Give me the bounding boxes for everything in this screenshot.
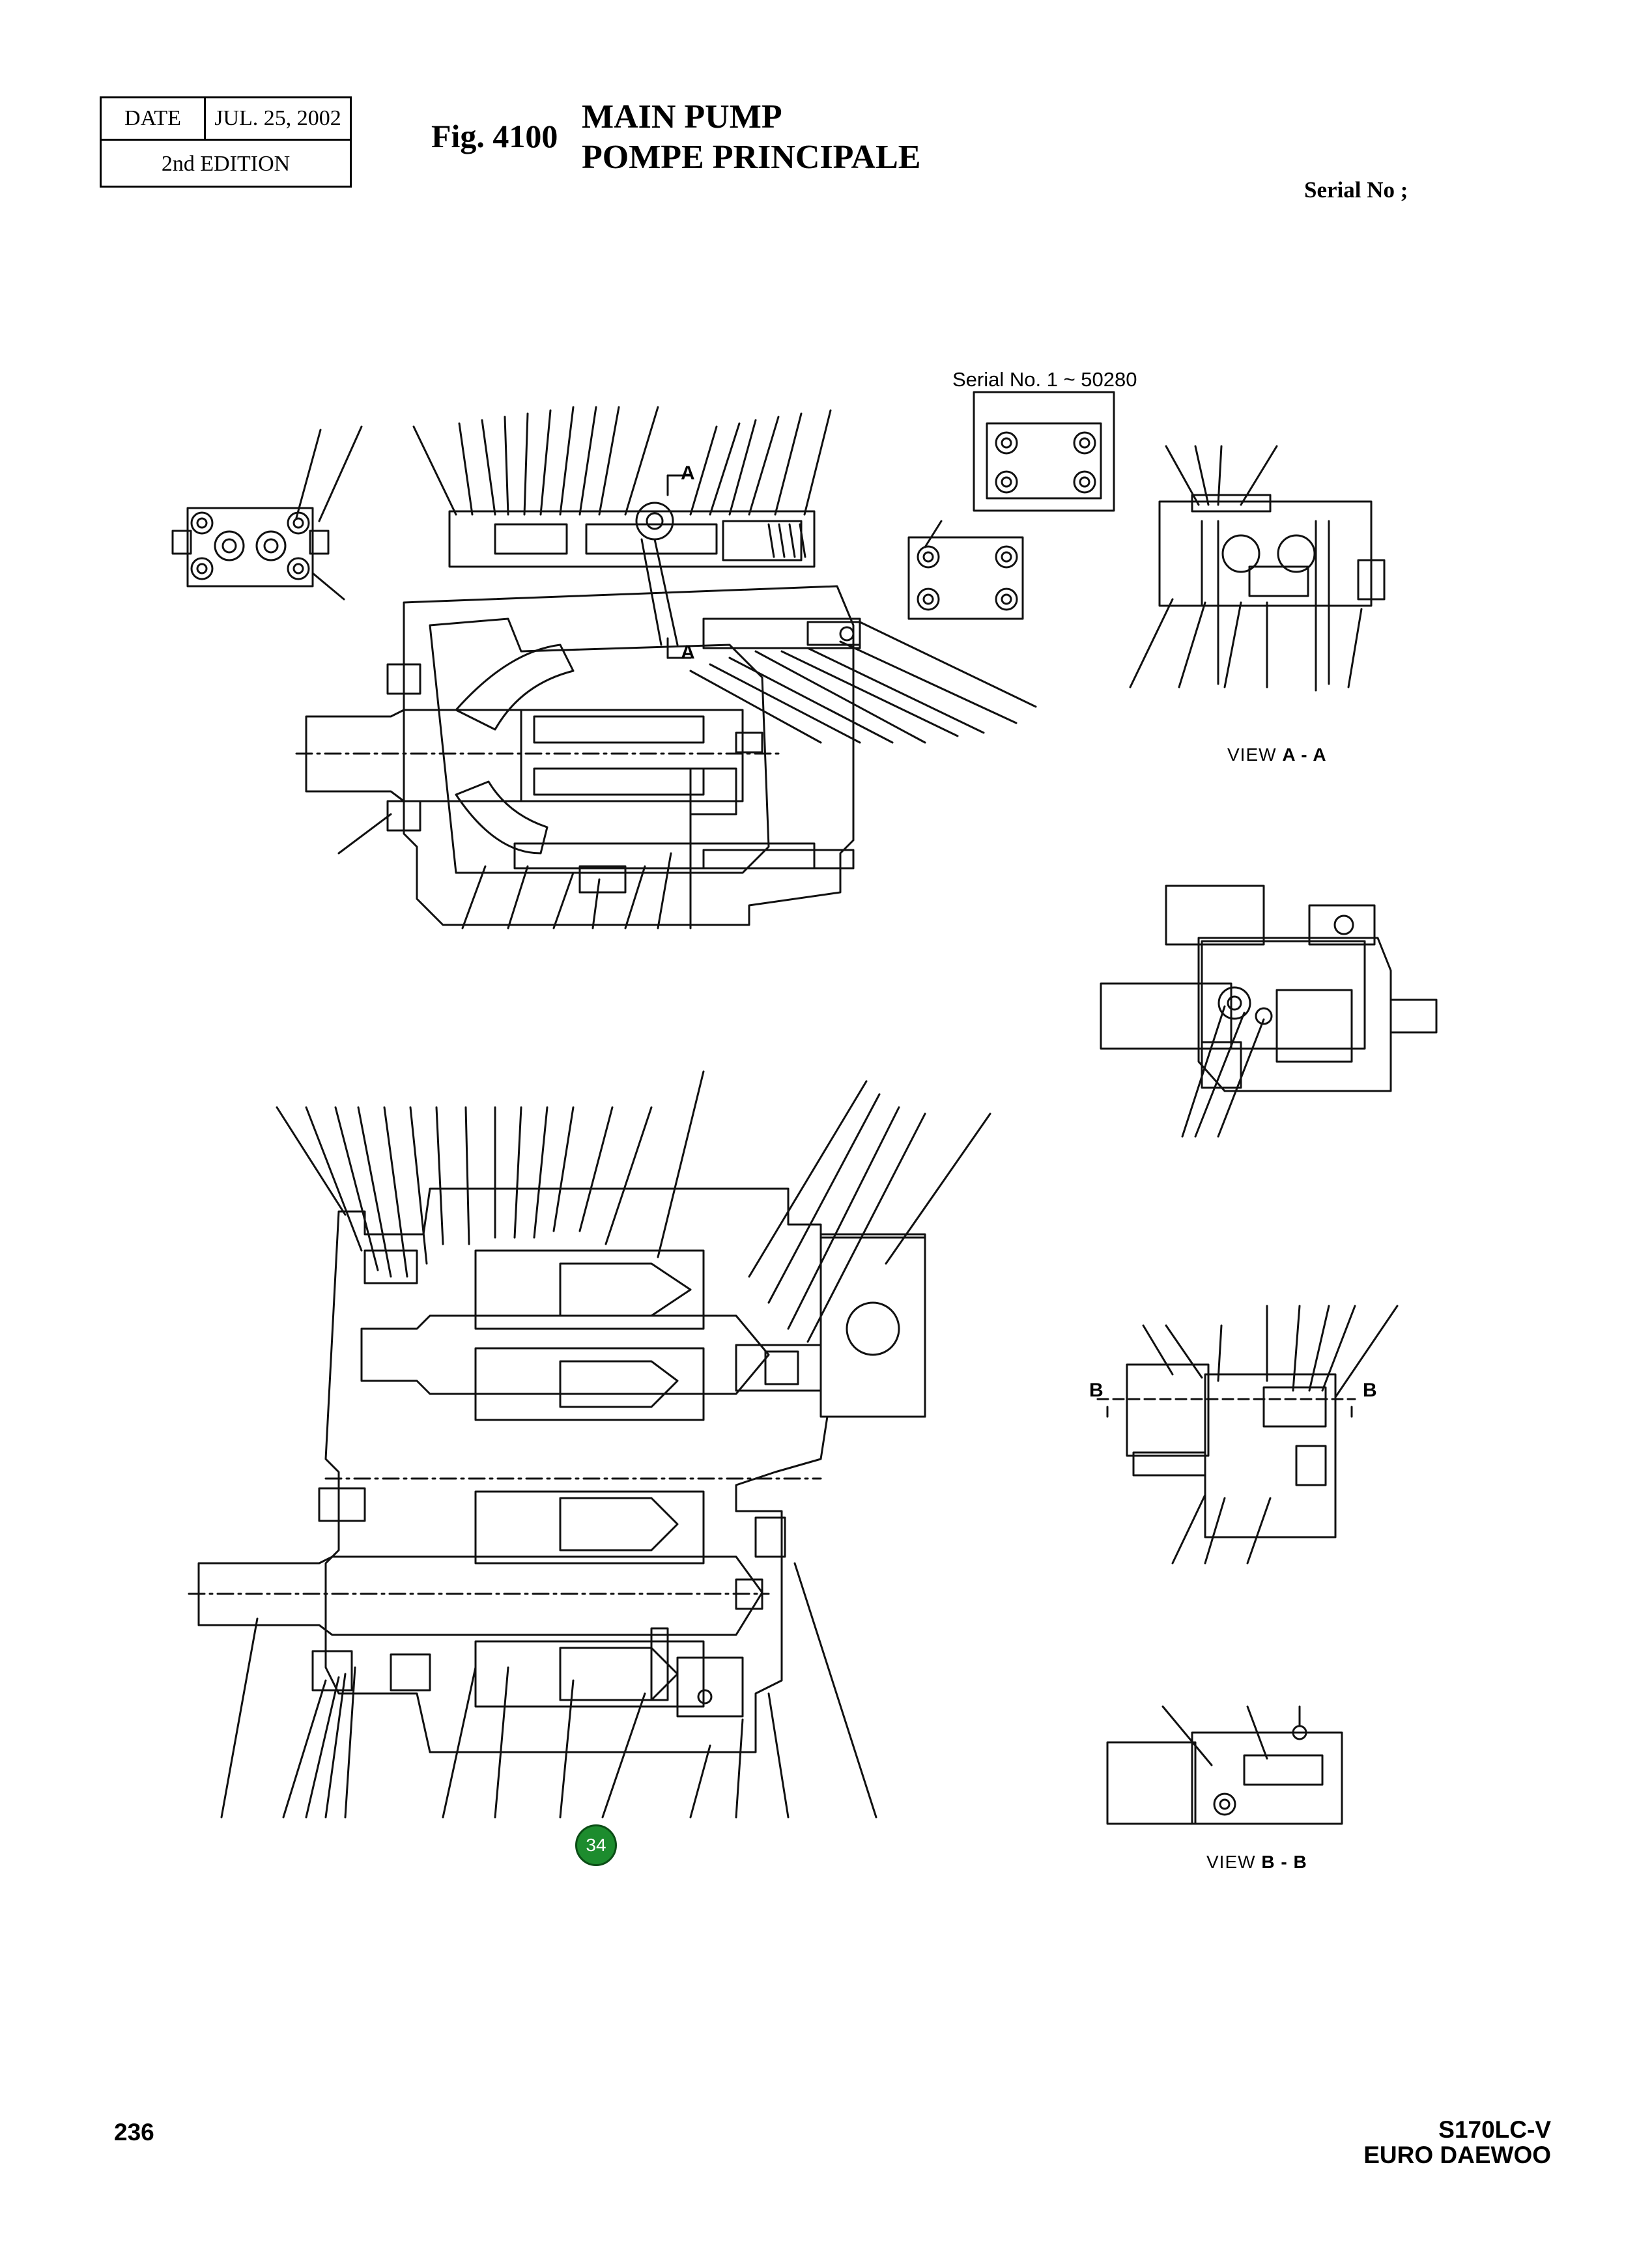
- figure-number: Fig. 4100: [431, 118, 558, 154]
- view-bb-id: B - B: [1261, 1852, 1307, 1872]
- page-number: 236: [114, 2119, 154, 2146]
- pump-section-bottom: [188, 1070, 991, 1819]
- date-row: DATE JUL. 25, 2002: [102, 98, 350, 141]
- view-bb-prefix: VIEW: [1206, 1852, 1256, 1872]
- serial-range-label: Serial No. 1 ~ 50280: [952, 368, 1137, 391]
- side-view-pump: [1100, 885, 1438, 1138]
- model-label: S170LC-V EURO DAEWOO: [1363, 2117, 1551, 2168]
- section-marker-a-top: A: [681, 462, 695, 484]
- part-callout-marker[interactable]: 34: [575, 1824, 617, 1866]
- view-aa-drawing: [1129, 445, 1386, 692]
- view-aa-id: A - A: [1282, 744, 1327, 765]
- date-label: DATE: [102, 98, 206, 139]
- section-bb-source: [1096, 1305, 1399, 1565]
- view-aa-prefix: VIEW: [1227, 744, 1277, 765]
- page-title-french: POMPE PRINCIPALE: [582, 139, 921, 176]
- serial-plate: [907, 391, 1115, 620]
- view-bb-label: VIEW B - B: [1206, 1852, 1307, 1873]
- model-code: S170LC-V: [1438, 2116, 1551, 2143]
- date-edition-box: DATE JUL. 25, 2002 2nd EDITION: [100, 96, 352, 188]
- valve-block-left: [171, 425, 363, 601]
- edition-label: 2nd EDITION: [161, 152, 291, 176]
- date-value: JUL. 25, 2002: [214, 106, 341, 130]
- pump-section-top: [295, 406, 1037, 929]
- view-bb-drawing: [1106, 1705, 1343, 1825]
- section-marker-b-right: B: [1363, 1380, 1377, 1401]
- section-marker-b-left: B: [1089, 1380, 1104, 1401]
- page-title-english: MAIN PUMP: [582, 98, 782, 135]
- view-aa-label: VIEW A - A: [1227, 744, 1327, 765]
- serial-number-header: Serial No ;: [1304, 177, 1408, 203]
- section-marker-a-bottom: A: [681, 642, 695, 663]
- manufacturer: EURO DAEWOO: [1363, 2142, 1551, 2168]
